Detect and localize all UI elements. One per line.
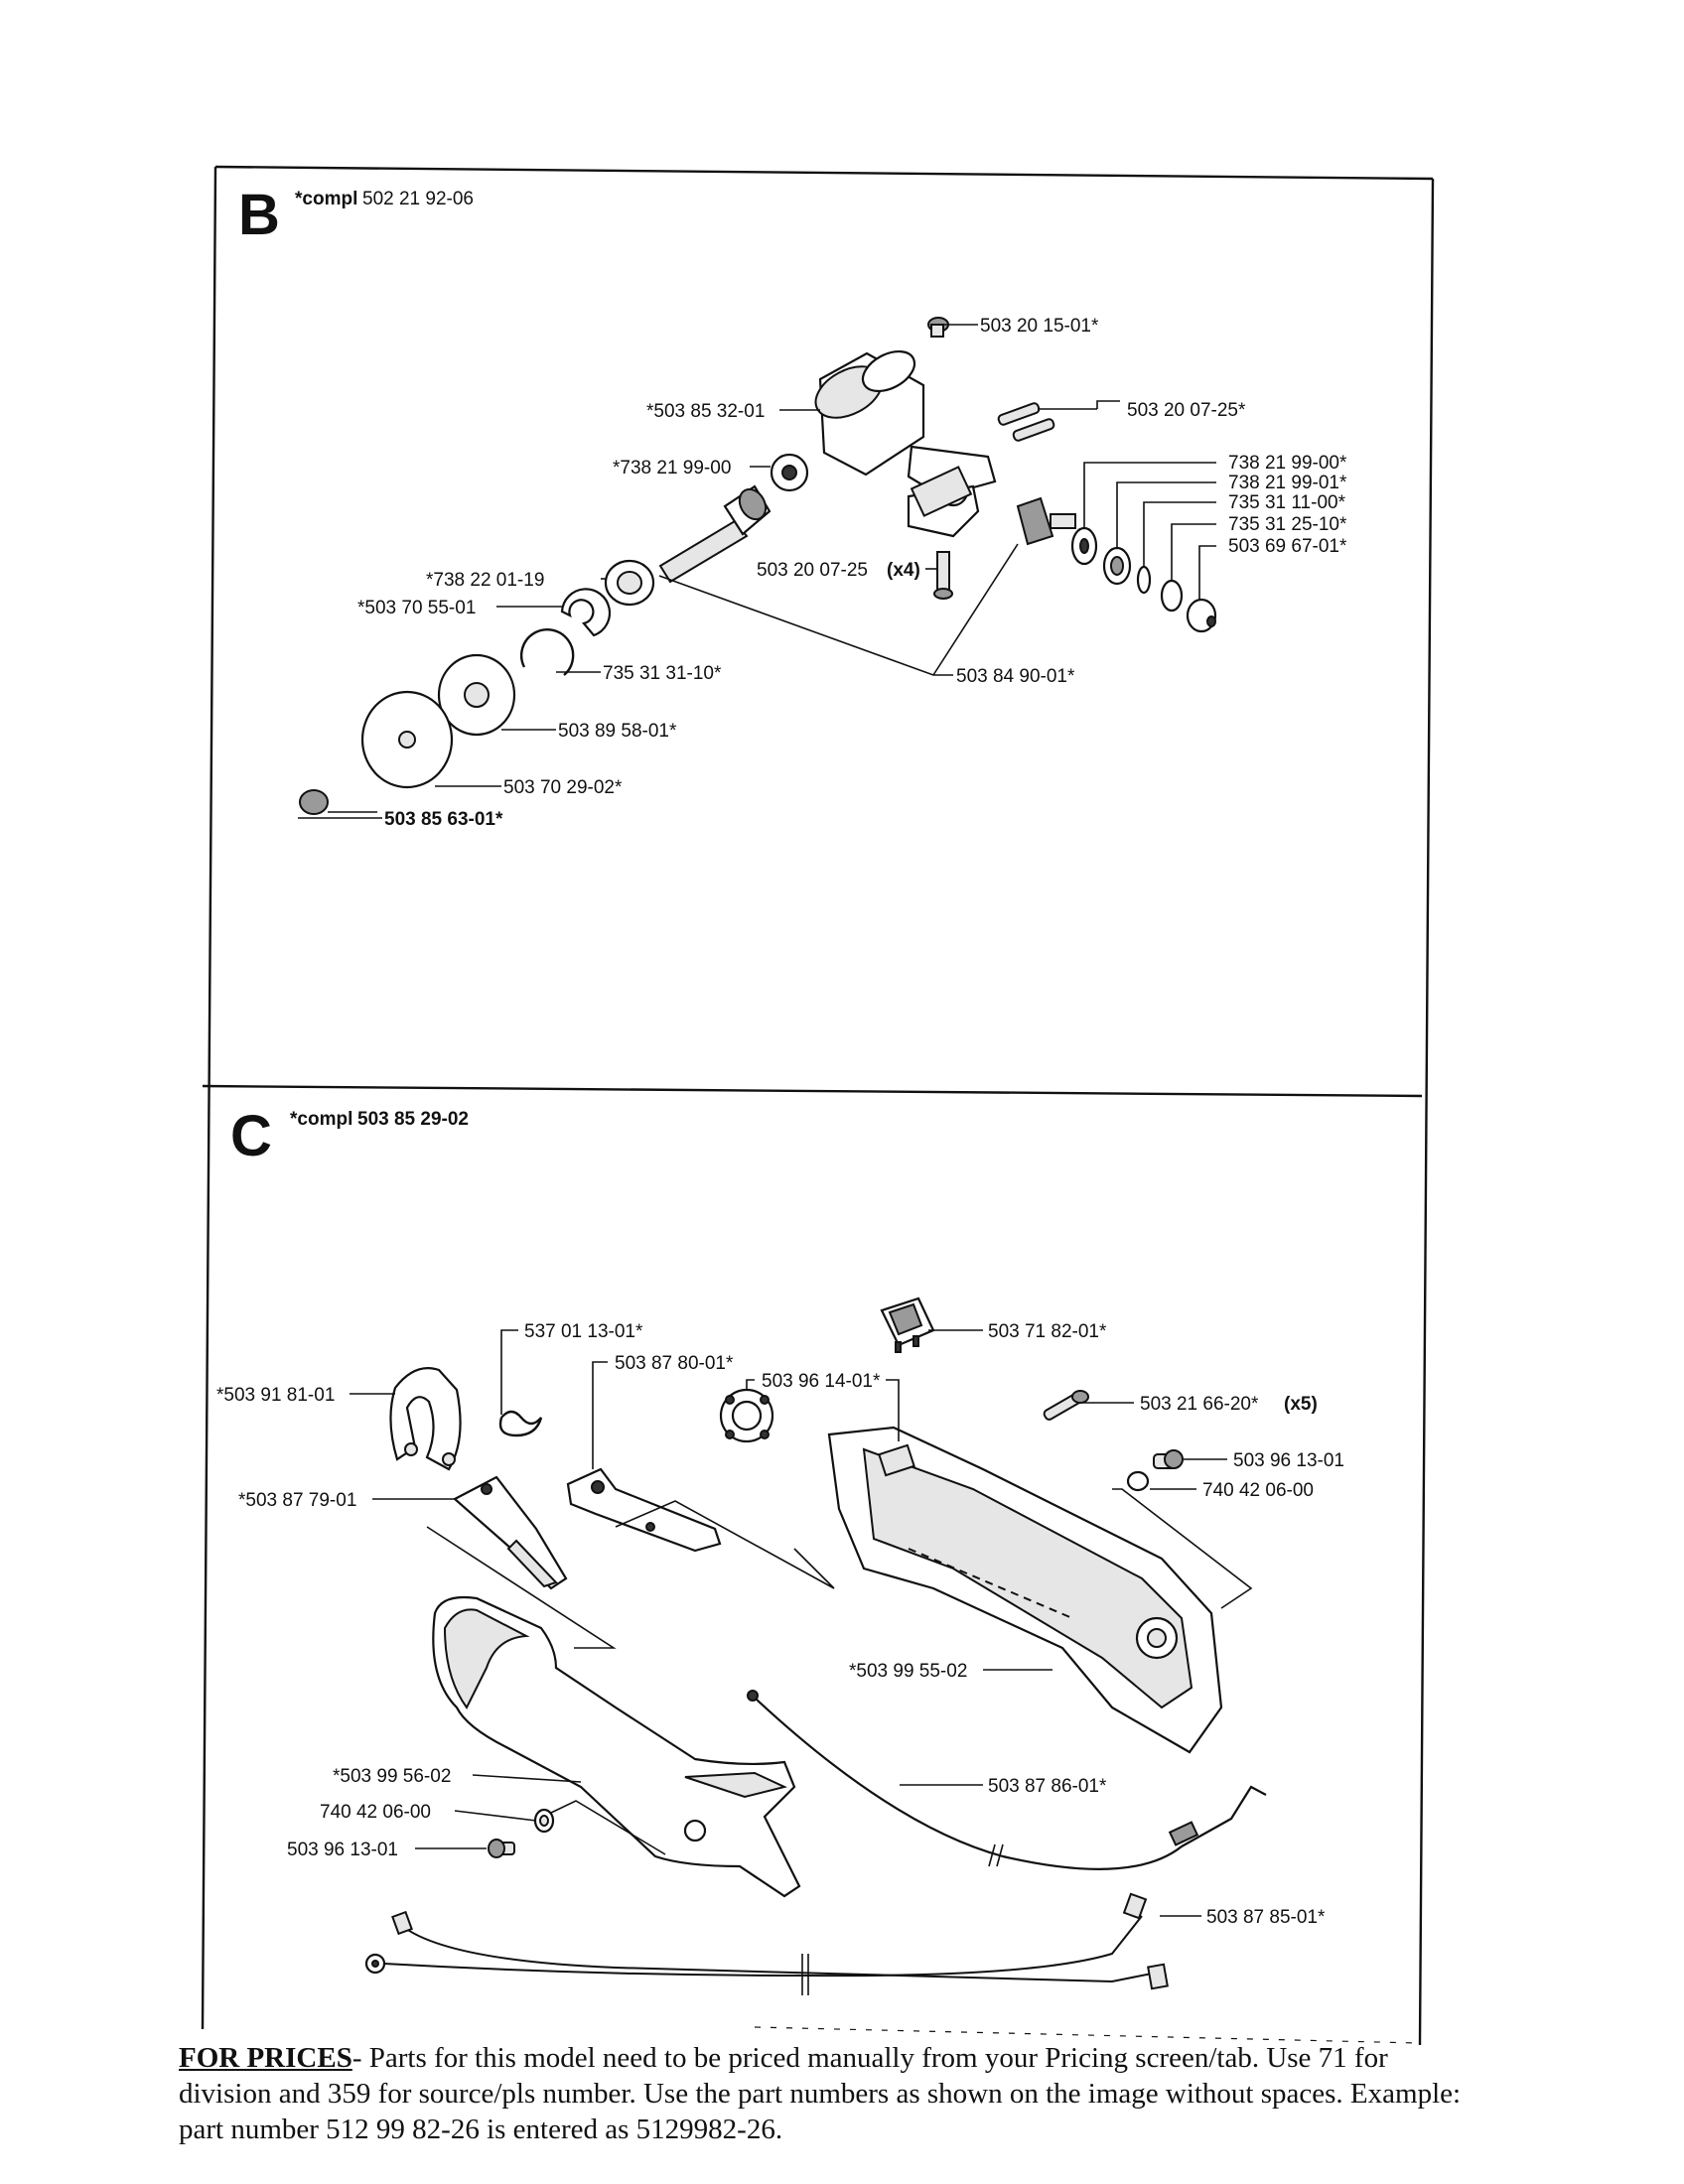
star-nut	[719, 1388, 774, 1443]
part-b-503-89-58-01: 503 89 58-01*	[558, 721, 677, 742]
part-c-503-96-13-01-right: 503 96 13-01	[1233, 1450, 1344, 1471]
part-b-503-85-32-01: *503 85 32-01	[646, 401, 765, 422]
part-b-503-20-15-01: 503 20 15-01*	[980, 316, 1099, 337]
part-c-740-42-06-00-right: 740 42 06-00	[1202, 1480, 1314, 1501]
section-b-letter: B	[238, 183, 280, 247]
diagram-frame	[201, 165, 1435, 2046]
screw-x4	[933, 551, 953, 600]
handle-screw-x5	[1043, 1390, 1089, 1421]
flange-parts	[299, 559, 655, 815]
gear-head-housing	[814, 349, 997, 538]
part-b-735-31-11-00: 735 31 11-00*	[1228, 492, 1346, 513]
throttle-trigger	[566, 1467, 722, 1553]
pricing-note: FOR PRICES- Parts for this model need to…	[179, 2040, 1470, 2147]
part-b-503-70-29-02: 503 70 29-02*	[503, 777, 623, 798]
part-b-x4-qty: (x4)	[887, 560, 920, 581]
screw-washer-right	[1126, 1449, 1184, 1492]
part-c-503-87-85-01: 503 87 85-01*	[1206, 1907, 1326, 1928]
handle-left-half	[432, 1595, 801, 1898]
part-c-x5-qty: (x5)	[1284, 1394, 1318, 1415]
part-c-503-96-13-01-left: 503 96 13-01	[287, 1840, 398, 1860]
stop-switch	[880, 1297, 935, 1353]
part-c-503-87-80-01: 503 87 80-01*	[615, 1353, 734, 1374]
gear-shaft	[658, 453, 809, 584]
part-b-738-21-99-00-right: 738 21 99-00*	[1228, 453, 1347, 474]
section-c-compl-number: 503 85 29-02	[357, 1109, 469, 1130]
part-b-503-20-07-25-x4: 503 20 07-25	[757, 560, 868, 581]
section-b-compl-prefix: *compl	[295, 189, 357, 209]
part-b-738-21-99-00-left: *738 21 99-00	[613, 458, 731, 478]
section-c-letter: C	[230, 1104, 272, 1168]
part-b-503-84-90-01: 503 84 90-01*	[956, 666, 1075, 687]
part-b-735-31-31-10: 735 31 31-10*	[603, 663, 722, 684]
bevel-gear	[1016, 496, 1076, 546]
pricing-note-text: - Parts for this model need to be priced…	[179, 2042, 1462, 2145]
section-b-leaders	[298, 324, 1216, 819]
part-c-503-99-55-02: *503 99 55-02	[849, 1661, 967, 1682]
pricing-note-lead: FOR PRICES	[179, 2042, 352, 2074]
throttle-lockout	[453, 1475, 568, 1590]
part-b-738-22-01-19: *738 22 01-19	[426, 570, 544, 591]
part-c-503-91-81-01: *503 91 81-01	[216, 1385, 335, 1406]
part-c-537-01-13-01: 537 01 13-01*	[524, 1321, 643, 1342]
part-c-740-42-06-00-left: 740 42 06-00	[320, 1802, 431, 1823]
throttle-cable	[747, 1690, 1267, 1870]
stop-wire	[364, 1892, 1169, 1995]
handle-right-half	[827, 1426, 1223, 1754]
part-b-735-31-25-10: 735 31 25-10*	[1228, 514, 1347, 535]
part-b-503-70-55-01: *503 70 55-01	[357, 598, 476, 618]
part-c-503-71-82-01: 503 71 82-01*	[988, 1321, 1107, 1342]
part-b-503-85-63-01: 503 85 63-01*	[384, 809, 503, 830]
part-c-503-21-66-20: 503 21 66-20*	[1140, 1394, 1259, 1415]
part-b-738-21-99-01: 738 21 99-01*	[1228, 473, 1347, 493]
screw-washer-left	[488, 1808, 555, 1858]
section-divider	[202, 1084, 1423, 1098]
part-c-503-96-14-01: 503 96 14-01*	[762, 1371, 881, 1392]
part-b-503-20-07-25: 503 20 07-25*	[1127, 400, 1246, 421]
part-c-503-99-56-02: *503 99 56-02	[333, 1766, 451, 1787]
section-b: B *compl 502 21 92-06	[238, 183, 1347, 830]
part-c-503-87-79-01: *503 87 79-01	[238, 1490, 356, 1511]
handle-bracket	[389, 1367, 462, 1471]
part-b-503-69-67-01: 503 69 67-01*	[1228, 536, 1347, 557]
section-c-compl-prefix: *compl	[290, 1109, 352, 1130]
section-c-leaders	[350, 1329, 1253, 1917]
section-c: C *compl 503 85 29-02	[216, 1104, 1344, 1995]
section-b-compl-number: 502 21 92-06	[362, 189, 474, 209]
screw-top	[927, 317, 949, 338]
housing-screws	[997, 402, 1055, 442]
spring	[498, 1410, 543, 1437]
part-c-503-87-86-01: 503 87 86-01*	[988, 1776, 1107, 1797]
